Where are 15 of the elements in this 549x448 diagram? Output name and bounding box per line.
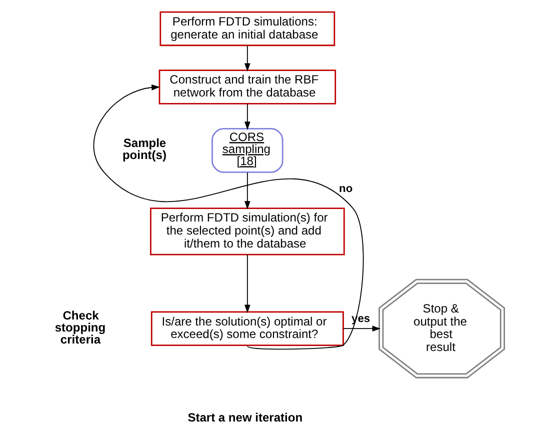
node-box: Perform FDTD simulations: generate an initial database <box>160 11 336 46</box>
node-label: Sample point(s) <box>122 136 166 162</box>
node-box: Construct and train the RBF network from the database <box>158 70 336 104</box>
node-box: Is/are the solution(s) optimal or exceed(s) some constraint? <box>150 311 344 346</box>
arrow <box>93 84 364 350</box>
arrow <box>244 172 250 210</box>
node-label: Check stopping criteria <box>54 308 106 346</box>
edge-label: no <box>339 183 353 196</box>
arrow <box>244 103 250 130</box>
node-box: Perform FDTD simulation(s) for the selected point(s) and add it/them to the database <box>150 208 345 256</box>
arrow <box>343 326 381 332</box>
label: Start a new iteration <box>188 410 303 425</box>
arrow <box>244 254 250 314</box>
node-box: CORS sampling [18] <box>212 128 284 173</box>
arrow <box>244 45 250 72</box>
